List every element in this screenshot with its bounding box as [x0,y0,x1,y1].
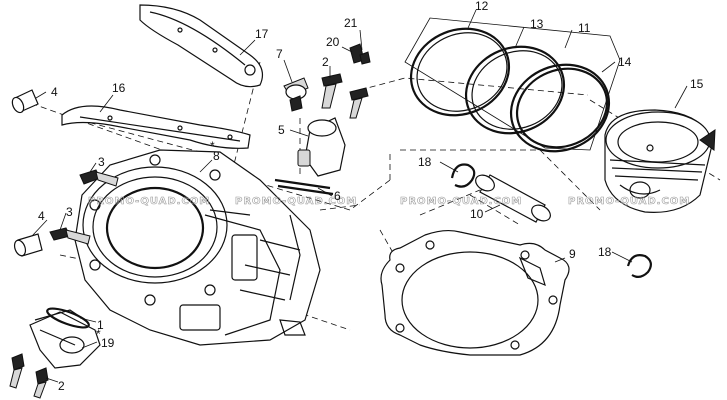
label-3-upper: 3 [98,155,105,169]
chain-guide [61,105,251,149]
label-11: 11 [578,21,591,35]
label-13: 13 [530,17,544,31]
piston-ring-14-inner [515,67,609,149]
label-8-star: * [210,139,215,153]
label-18-right: 18 [598,245,612,259]
piston-ring-12 [409,27,511,117]
label-3-lower: 3 [66,205,73,219]
watermark-4: PROMO-QUAD.COM [568,196,690,207]
label-16: 16 [112,81,126,95]
label-7: 7 [276,47,283,61]
label-8: 8 [213,149,220,163]
watermark-3: PROMO-QUAD.COM [400,196,522,207]
label-9: 9 [569,247,576,261]
studs [49,169,119,245]
label-12: 12 [475,0,489,13]
chain-tensioner-blade [139,4,263,88]
tensioner-bolts [321,73,369,119]
watermark-1: PROMO-QUAD.COM [88,196,210,207]
label-4-upper: 4 [51,85,58,99]
label-1: 1 [97,318,104,332]
watermark-2: PROMO-QUAD.COM [235,196,357,207]
watermarks: PROMO-QUAD.COM PROMO-QUAD.COM PROMO-QUAD… [88,196,690,208]
o-ring [46,307,90,329]
label-15: 15 [690,77,704,91]
cam-chain-tensioner [297,117,346,177]
plug-21 [359,51,371,65]
label-2-upper: 2 [322,55,329,69]
piston-ring-13-inner [471,50,563,130]
label-21: 21 [344,16,358,30]
piston [604,109,716,213]
leader-lines [31,9,688,383]
label-14: 14 [618,55,632,69]
label-17: 17 [255,27,269,41]
label-18-left: 18 [418,155,432,169]
label-4-lower: 4 [38,209,45,223]
piston-rings [409,27,611,153]
part-numbers: 4 16 17 7 2 20 21 5 6 3 3 4 * 8 1 * 19 2… [38,0,704,393]
piston-ring-13 [464,45,566,135]
circlip-right [626,254,652,279]
label-10: 10 [470,207,484,221]
label-20: 20 [326,35,340,49]
piston-ring-14 [509,63,611,153]
outlet-bolts [9,353,49,399]
circlip-left [450,163,476,188]
dowel-pins [11,89,43,257]
piston-ring-12-inner [416,32,508,112]
tensioner-gasket [274,178,334,196]
cylinder-block [74,149,321,346]
label-19: 19 [101,336,115,350]
cylinder-base-gasket [380,229,570,356]
bolt-7 [283,77,309,112]
label-19-star: * [96,327,101,341]
label-6: 6 [334,189,341,203]
piston-ring-set-outline [404,17,621,151]
label-2-lower: 2 [58,379,65,393]
label-5: 5 [278,123,285,137]
water-outlet [29,309,101,369]
piston-pin [475,174,551,223]
